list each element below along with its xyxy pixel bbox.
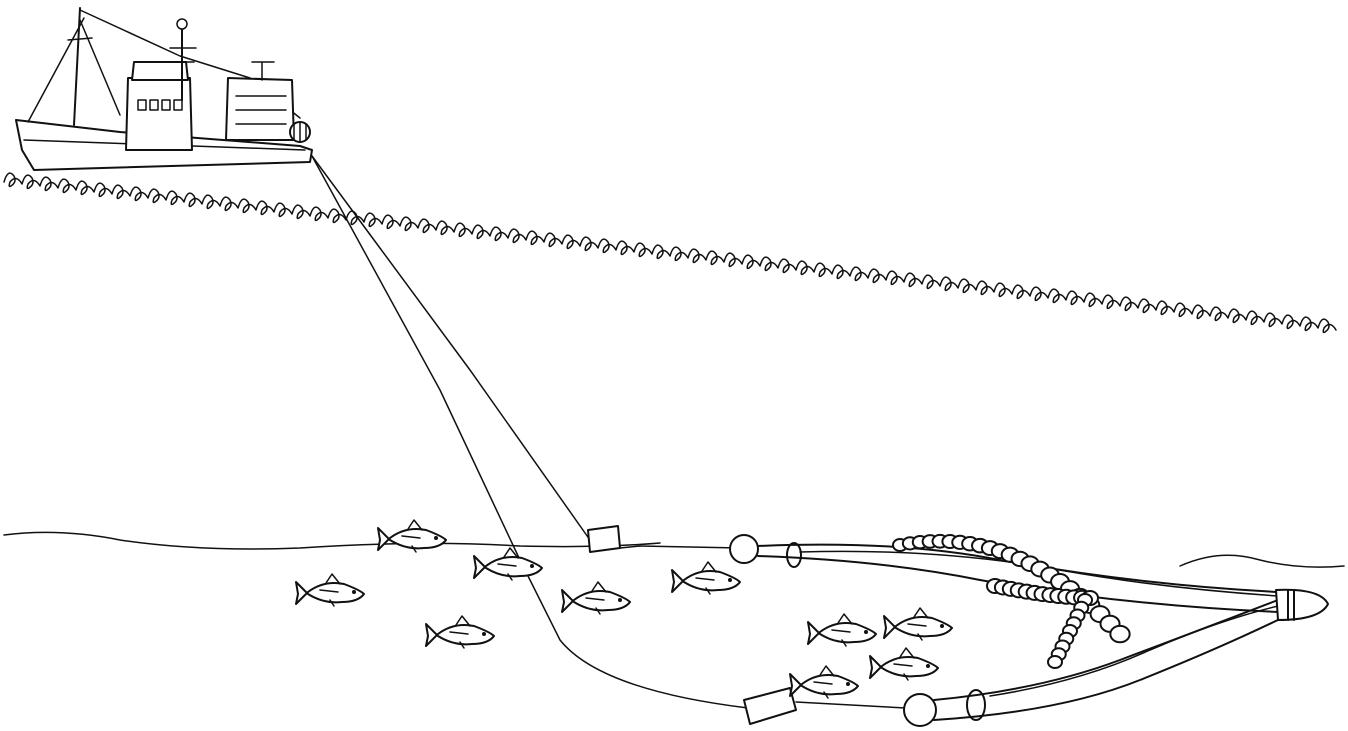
ship-upper-bridge — [132, 62, 188, 80]
gantry-post — [252, 62, 274, 80]
net-lower-edge-2 — [934, 618, 1282, 720]
fish — [870, 648, 938, 680]
fish — [426, 616, 494, 648]
trawl-net — [640, 535, 1328, 726]
warp-lower — [312, 156, 748, 708]
footrope-float — [904, 694, 936, 726]
net-float — [1048, 656, 1062, 668]
net-float — [1110, 626, 1129, 642]
towing-warps — [312, 156, 748, 708]
fish — [808, 614, 876, 646]
fish — [296, 574, 364, 606]
sea-surface-waves — [4, 173, 1336, 332]
net-float-large — [730, 535, 758, 563]
otter-board-lower — [744, 688, 796, 724]
fish — [378, 520, 446, 552]
upper-bridle — [640, 546, 740, 548]
fish — [672, 562, 740, 594]
otter-board-upper — [588, 526, 640, 552]
aft-gantry — [226, 78, 294, 140]
seabed-line — [4, 532, 660, 549]
mast-light — [177, 19, 187, 29]
fish — [790, 666, 858, 698]
fishing-vessel — [16, 8, 312, 170]
fish — [884, 608, 952, 640]
fish-school — [296, 520, 952, 698]
fish — [474, 548, 542, 580]
net-ring — [787, 543, 801, 567]
lower-bridle — [796, 702, 906, 708]
fish — [562, 582, 630, 614]
seabed-line-right — [1180, 555, 1344, 567]
cod-end — [1276, 590, 1328, 620]
rigging-line-2 — [80, 20, 120, 115]
float-chain-lower — [987, 579, 1098, 668]
warp-upper — [312, 156, 590, 540]
